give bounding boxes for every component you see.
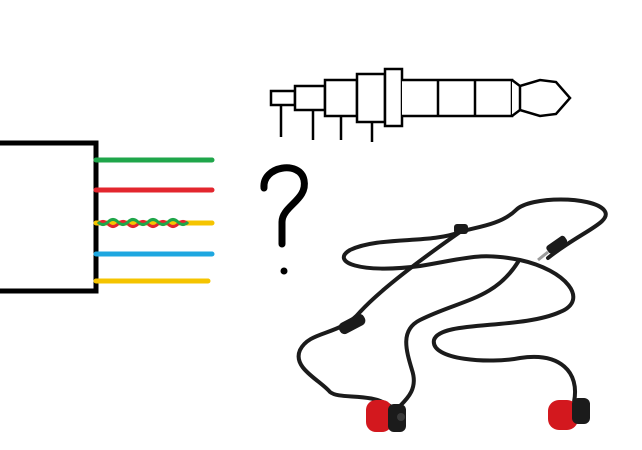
cable-plug — [537, 235, 568, 262]
connector-box — [0, 140, 99, 294]
twisted-wire — [93, 218, 215, 228]
left-earbud — [366, 400, 406, 432]
question-mark-icon — [260, 164, 308, 275]
right-earbud — [548, 398, 590, 430]
cable-splitter — [454, 224, 468, 234]
inline-remote — [338, 313, 366, 335]
wires — [93, 157, 215, 284]
trrs-audio-plug-icon — [269, 67, 572, 142]
earphones-icon — [296, 197, 608, 432]
